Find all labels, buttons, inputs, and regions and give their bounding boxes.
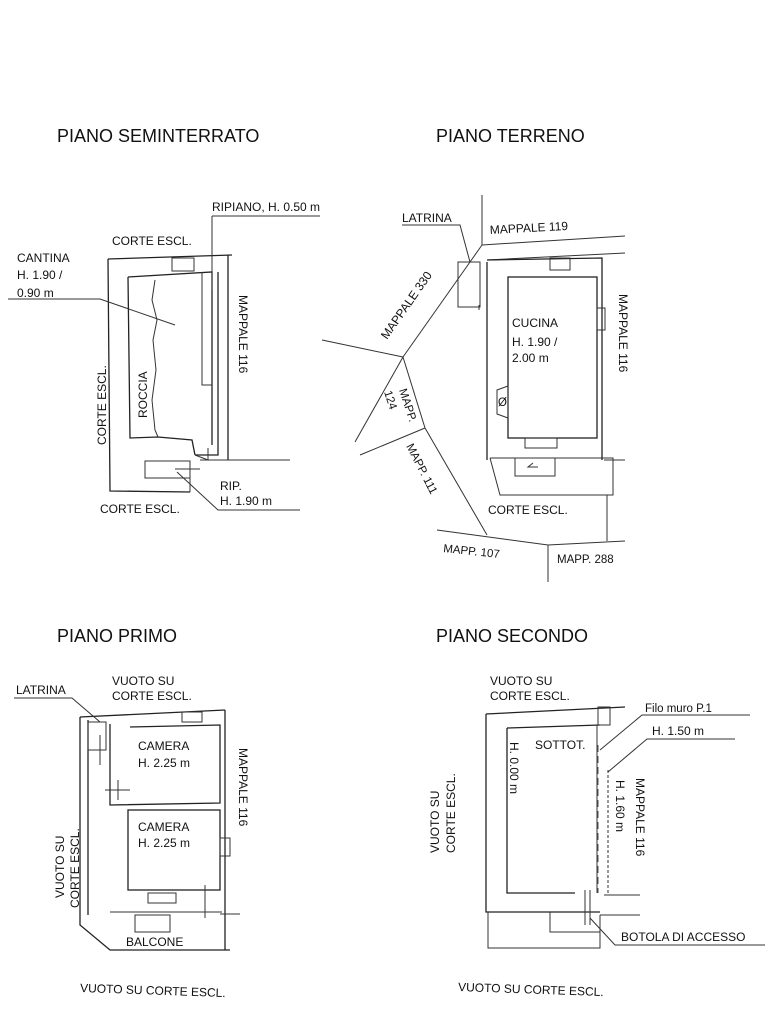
botola-label: BOTOLA DI ACCESSO <box>621 930 746 944</box>
corte-left-label: CORTE ESCL. <box>95 365 109 445</box>
mappale-116-label: MAPPALE 116 <box>616 294 630 373</box>
corte-bottom-label: CORTE ESCL. <box>100 502 180 516</box>
camera-2-label: CAMERA <box>138 820 189 834</box>
vuoto-left-label-2: CORTE ESCL. <box>68 828 82 908</box>
mappale-119-label: MAPPALE 119 <box>489 219 568 237</box>
roccia-label: ROCCIA <box>136 371 150 418</box>
mapp-111-label: MAPP. 111 <box>403 442 439 496</box>
vuoto-top-label-2: CORTE ESCL. <box>490 689 570 703</box>
filo-muro-label: Filo muro P.1 <box>645 703 712 715</box>
mapp-124-number: 124 <box>381 389 399 412</box>
cantina-height: H. 1.90 / <box>17 268 63 282</box>
plan-title: PIANO SECONDO <box>436 626 588 646</box>
walls <box>485 706 640 949</box>
footer-label: VUOTO SU CORTE ESCL. <box>80 981 226 1000</box>
plan-title: PIANO SEMINTERRATO <box>57 126 259 146</box>
plan-title: PIANO TERRENO <box>436 126 585 146</box>
camera-1-height: H. 2.25 m <box>138 756 190 770</box>
plan-seminterrato: PIANO SEMINTERRATO RIPIANO, H. 0.50 m CO… <box>8 126 320 516</box>
mappale-label: MAPPALE 116 <box>633 778 647 857</box>
cucina-label: CUCINA <box>512 316 558 330</box>
vuoto-top-label-2: CORTE ESCL. <box>112 689 192 703</box>
corte-label: CORTE ESCL. <box>488 503 568 517</box>
cantina-height-2: 0.90 m <box>17 286 54 300</box>
vuoto-top-label: VUOTO SU <box>490 674 552 688</box>
plan-terreno: PIANO TERRENO Ø <box>321 126 630 582</box>
walls <box>79 709 240 951</box>
balcone-label: BALCONE <box>126 935 183 949</box>
mappale-label: MAPPALE 116 <box>236 748 250 827</box>
footer-label: VUOTO SU CORTE ESCL. <box>458 980 604 999</box>
latrina-label: LATRINA <box>16 683 66 697</box>
sottot-label: SOTTOT. <box>535 738 585 752</box>
mapp-107-label: MAPP. 107 <box>443 543 501 561</box>
mappale-label: MAPPALE 116 <box>236 295 250 374</box>
vuoto-top-label: VUOTO SU <box>112 674 174 688</box>
boundaries <box>321 195 626 582</box>
cantina-label: CANTINA <box>17 251 70 265</box>
plan-secondo: PIANO SECONDO VUOTO SU CORTE ESCL. Filo … <box>428 626 765 999</box>
vuoto-left-label-2: CORTE ESCL. <box>444 773 458 853</box>
vuoto-left-label: VUOTO SU <box>428 791 442 853</box>
corte-top-label: CORTE ESCL. <box>112 234 192 248</box>
camera-2-height: H. 2.25 m <box>138 836 190 850</box>
h150-label: H. 1.50 m <box>652 724 704 738</box>
h000-label: H. 0.00 m <box>507 742 521 794</box>
camera-1-label: CAMERA <box>138 739 189 753</box>
plan-primo: PIANO PRIMO LATRINA VUOTO SU CORTE ESCL.… <box>14 626 250 1000</box>
rip-height: H. 1.90 m <box>220 494 272 508</box>
rip-label: RIP. <box>220 479 242 493</box>
latrina-label: LATRINA <box>402 211 452 225</box>
chimney-symbol: Ø <box>498 397 507 409</box>
cucina-height-2: 2.00 m <box>512 351 549 365</box>
mapp-288-label: MAPP. 288 <box>557 554 614 566</box>
mapp-124-label: MAPP. <box>396 387 418 423</box>
plan-title: PIANO PRIMO <box>57 626 177 646</box>
h160-label: H. 1.60 m <box>613 780 627 832</box>
cucina-height: H. 1.90 / <box>512 335 558 349</box>
walls: Ø <box>457 257 614 496</box>
vuoto-left-label: VUOTO SU <box>53 836 67 898</box>
mappale-330-label: MAPPALE 330 <box>378 269 435 342</box>
ripiano-label: RIPIANO, H. 0.50 m <box>212 200 320 214</box>
